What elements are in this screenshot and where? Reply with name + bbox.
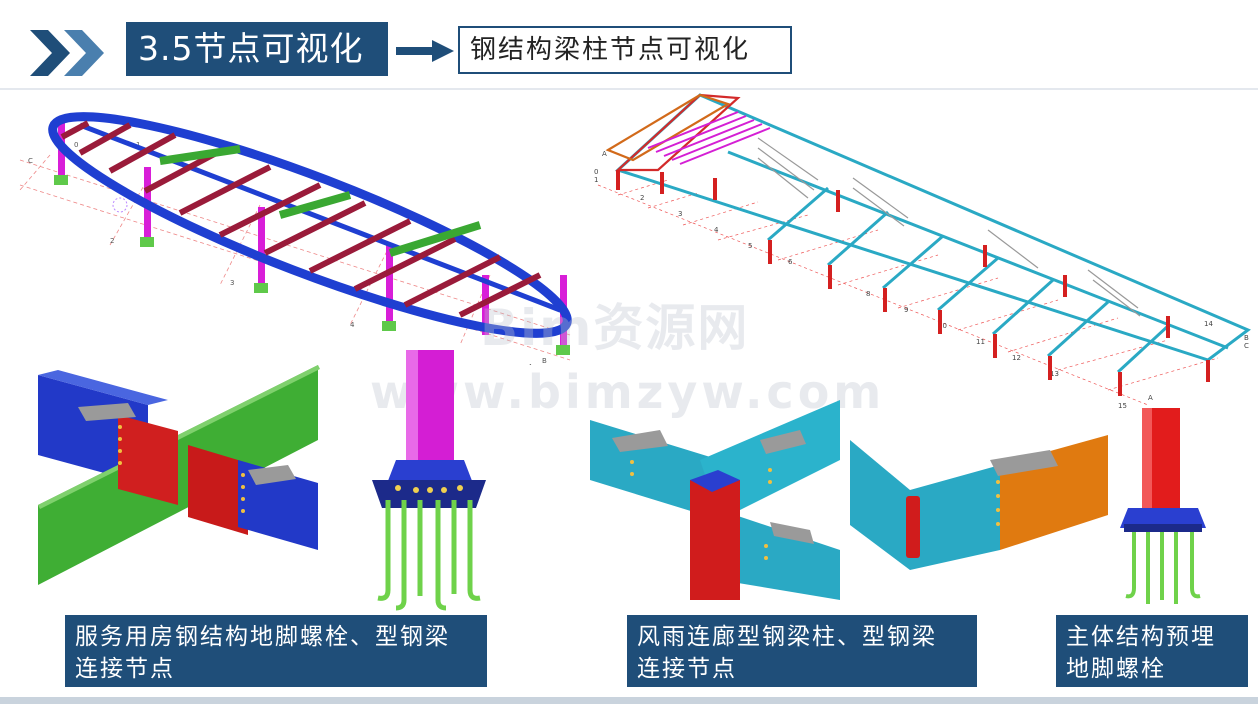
watermark-text: Bim资源网 (480, 299, 750, 357)
grid-label: 2 (110, 237, 114, 245)
caption-line: 风雨连廊型钢梁柱、型钢梁 (637, 624, 937, 650)
caption-main-structure-anchors: 主体结构预埋 地脚螺栓 (1056, 615, 1248, 687)
grid-label: 4 (714, 226, 719, 234)
column-base-anchor-image (368, 350, 490, 612)
section-title: 3.5节点可视化 (126, 22, 388, 76)
grid-label: 9 (904, 306, 908, 314)
grid-label: 0 (594, 168, 598, 176)
grid-label: 11 (976, 338, 985, 346)
section-subtitle: 钢结构梁柱节点可视化 (458, 26, 792, 74)
corridor-model-image: 0 1 A 2 3 4 5 6 7 8 9 10 11 12 13 14 15 … (588, 90, 1256, 410)
watermark-url: www.bimzyw.com (370, 365, 886, 419)
grid-label: 3 (230, 279, 234, 287)
grid-label: 1 (594, 176, 598, 184)
header-divider (0, 88, 1258, 90)
grid-label: C (1244, 342, 1249, 350)
grid-label: C (28, 157, 33, 165)
caption-line: 连接节点 (637, 656, 737, 682)
grid-label: 5 (748, 242, 752, 250)
grid-label: 2 (640, 194, 644, 202)
main-structure-anchor-image (1118, 408, 1208, 608)
grid-label: 4 (350, 321, 355, 329)
grid-label: 8 (866, 290, 870, 298)
caption-line: 主体结构预埋 (1066, 624, 1216, 650)
canopy-model-image: C B A 0 1 2 3 4 (10, 95, 590, 365)
grid-label: 13 (1050, 370, 1059, 378)
caption-service-building-joints: 服务用房钢结构地脚螺栓、型钢梁 连接节点 (65, 615, 487, 687)
caption-line: 服务用房钢结构地脚螺栓、型钢梁 (75, 624, 450, 650)
footer-divider (0, 697, 1258, 704)
grid-label: 14 (1204, 320, 1213, 328)
grid-label: 6 (788, 258, 793, 266)
grid-label: A (1148, 394, 1153, 402)
caption-corridor-joints: 风雨连廊型钢梁柱、型钢梁 连接节点 (627, 615, 977, 687)
chevron-double-icon (30, 30, 104, 76)
beam-joint-detail-image (38, 365, 358, 585)
grid-label: B (542, 357, 547, 365)
grid-label: A (602, 150, 607, 158)
arrow-right-icon (396, 40, 454, 62)
grid-label: 0 (74, 141, 78, 149)
corridor-joint-detail-image (590, 400, 840, 600)
grid-label: 10 (938, 322, 947, 330)
caption-line: 连接节点 (75, 656, 175, 682)
caption-line: 地脚螺栓 (1066, 656, 1166, 682)
grid-label: 15 (1118, 402, 1127, 410)
grid-label: 12 (1012, 354, 1021, 362)
grid-label: A (528, 363, 533, 365)
grid-label: 3 (678, 210, 682, 218)
beam-splice-detail-image (850, 430, 1108, 580)
grid-label: B (1244, 334, 1249, 342)
